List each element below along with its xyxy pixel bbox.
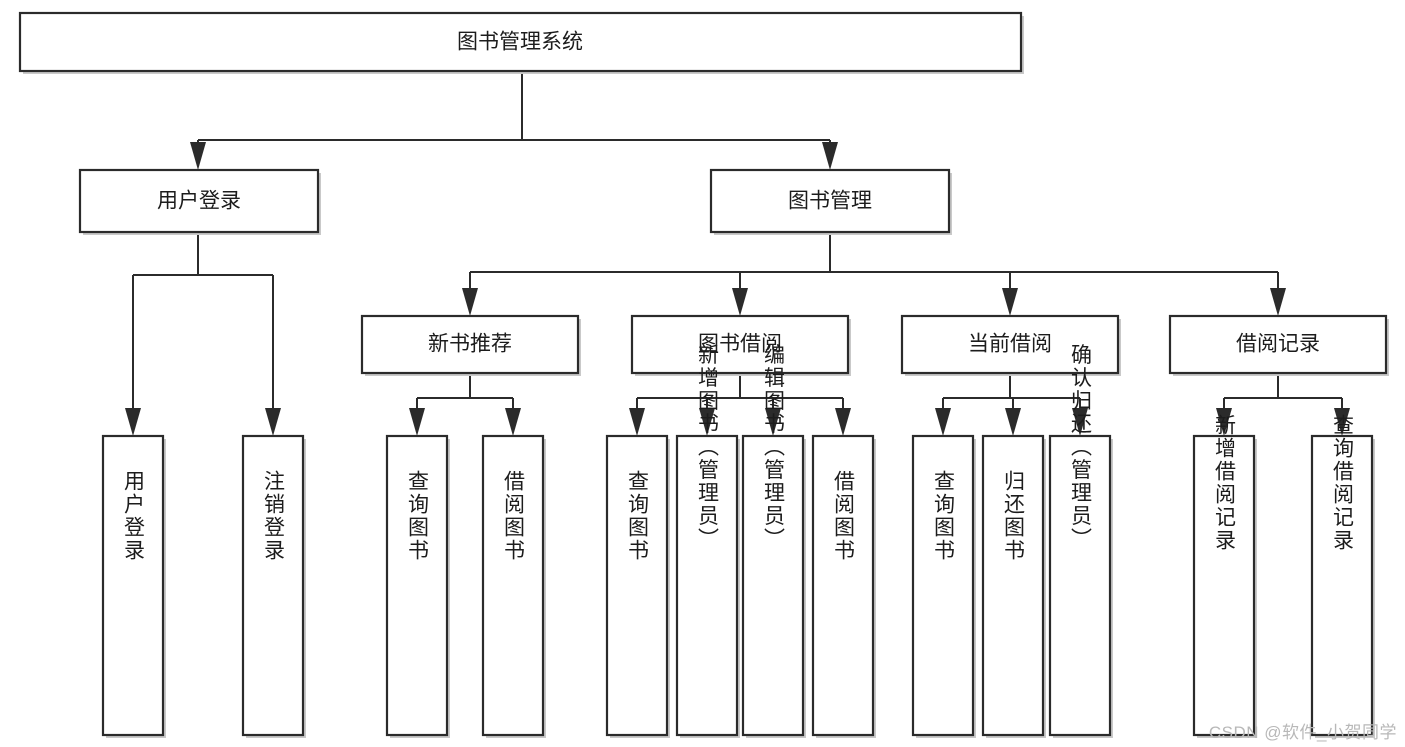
- node-leaf-query-book-3-label: 查询图书: [932, 470, 956, 562]
- arrowhead-leaf-borrow-book-1: [505, 408, 521, 436]
- node-leaf-return-book[interactable]: 归还图书: [981, 434, 1046, 738]
- node-leaf-edit-book[interactable]: 编辑图书（管理员）: [741, 344, 806, 739]
- node-current-borrow-box[interactable]: [900, 314, 1120, 375]
- node-root-label: 图书管理系统: [457, 31, 583, 54]
- node-leaf-add-book-box[interactable]: [675, 434, 739, 737]
- node-leaf-user-login-label: 用户登录: [122, 470, 146, 562]
- node-leaf-query-record-box[interactable]: [1310, 434, 1374, 737]
- node-leaf-edit-book-box[interactable]: [741, 434, 805, 737]
- node-leaf-return-book-box[interactable]: [981, 434, 1045, 737]
- node-leaf-query-book-1-label: 查询图书: [406, 470, 430, 562]
- node-borrow-record-label: 借阅记录: [1236, 333, 1320, 356]
- arrowhead-leaf-query-book-3: [935, 408, 951, 436]
- node-leaf-borrow-book-2-label: 借阅图书: [832, 470, 856, 562]
- node-new-book-recommend-box[interactable]: [360, 314, 580, 375]
- arrowhead-bookmanage: [822, 142, 838, 170]
- node-borrow-record-box[interactable]: [1168, 314, 1388, 375]
- node-book-manage[interactable]: 图书管理: [709, 168, 952, 235]
- node-book-borrow-box[interactable]: [630, 314, 850, 375]
- node-book-manage-box[interactable]: [709, 168, 951, 234]
- node-user-login[interactable]: 用户登录: [78, 168, 321, 235]
- node-book-borrow-label: 图书借阅: [698, 333, 782, 356]
- arrowhead-leaf-confirm-return: [1072, 408, 1088, 436]
- node-book-borrow[interactable]: 图书借阅: [630, 314, 851, 376]
- node-leaf-user-logout[interactable]: 注销登录: [241, 434, 306, 738]
- node-current-borrow-label: 当前借阅: [968, 333, 1052, 356]
- arrowhead-leaf-return-book: [1005, 408, 1021, 436]
- node-root-box[interactable]: [18, 11, 1023, 73]
- node-leaf-query-book-3[interactable]: 查询图书: [911, 434, 976, 738]
- node-leaf-confirm-return-label: 确认归还（管理员）: [1069, 344, 1093, 551]
- node-current-borrow[interactable]: 当前借阅: [900, 314, 1121, 376]
- node-leaf-confirm-return-box[interactable]: [1048, 434, 1112, 737]
- node-new-book-recommend[interactable]: 新书推荐: [360, 314, 581, 376]
- node-leaf-add-record-box[interactable]: [1192, 434, 1256, 737]
- arrowhead-new-book-recommend: [462, 288, 478, 316]
- node-leaf-confirm-return[interactable]: 确认归还（管理员）: [1048, 344, 1113, 739]
- node-leaf-user-logout-box[interactable]: [241, 434, 305, 737]
- connector-layer: [125, 74, 1350, 436]
- node-leaf-query-book-3-box[interactable]: [911, 434, 975, 737]
- node-leaf-query-record[interactable]: 查询借阅记录: [1310, 414, 1375, 738]
- node-leaf-user-logout-label: 注销登录: [262, 470, 286, 562]
- arrowhead-leaf-borrow-book-2: [835, 408, 851, 436]
- node-leaf-query-book-2[interactable]: 查询图书: [605, 434, 670, 738]
- node-leaf-user-login[interactable]: 用户登录: [101, 434, 166, 738]
- arrowhead-leaf-query-record: [1334, 408, 1350, 436]
- node-user-login-box[interactable]: [78, 168, 320, 234]
- node-leaf-borrow-book-2-box[interactable]: [811, 434, 875, 737]
- arrowhead-leaf-edit-book: [765, 408, 781, 436]
- arrowhead-userlogin: [190, 142, 206, 170]
- node-leaf-borrow-book-1[interactable]: 借阅图书: [481, 434, 546, 738]
- arrowhead-leaf-add-record: [1216, 408, 1232, 436]
- node-user-login-label: 用户登录: [157, 190, 241, 213]
- node-leaf-borrow-book-1-label: 借阅图书: [502, 470, 526, 562]
- node-leaf-query-book-2-label: 查询图书: [626, 470, 650, 562]
- arrowhead-borrow-record: [1270, 288, 1286, 316]
- arrowhead-leaf-user-logout: [265, 408, 281, 436]
- node-leaf-query-book-1-box[interactable]: [385, 434, 449, 737]
- node-leaf-user-login-box[interactable]: [101, 434, 165, 737]
- node-leaf-query-record-label: 查询借阅记录: [1331, 414, 1355, 552]
- node-leaf-add-book-label: 新增图书（管理员）: [696, 344, 720, 551]
- arrowhead-leaf-query-book-2: [629, 408, 645, 436]
- arrowhead-leaf-add-book: [699, 408, 715, 436]
- node-new-book-recommend-label: 新书推荐: [428, 333, 512, 356]
- node-leaf-borrow-book-1-box[interactable]: [481, 434, 545, 737]
- arrowhead-book-borrow: [732, 288, 748, 316]
- node-leaf-edit-book-label: 编辑图书（管理员）: [762, 344, 786, 551]
- node-root[interactable]: 图书管理系统: [18, 11, 1024, 74]
- node-leaf-query-book-1[interactable]: 查询图书: [385, 434, 450, 738]
- arrowhead-leaf-user-login: [125, 408, 141, 436]
- node-leaf-add-record-label: 新增借阅记录: [1213, 414, 1237, 552]
- node-leaf-add-record[interactable]: 新增借阅记录: [1192, 414, 1257, 738]
- node-leaf-query-book-2-box[interactable]: [605, 434, 669, 737]
- node-leaf-add-book[interactable]: 新增图书（管理员）: [675, 344, 740, 739]
- node-leaf-return-book-label: 归还图书: [1002, 470, 1026, 562]
- node-leaf-borrow-book-2[interactable]: 借阅图书: [811, 434, 876, 738]
- arrowhead-current-borrow: [1002, 288, 1018, 316]
- arrowhead-leaf-query-book-1: [409, 408, 425, 436]
- node-borrow-record[interactable]: 借阅记录: [1168, 314, 1389, 376]
- node-book-manage-label: 图书管理: [788, 190, 872, 213]
